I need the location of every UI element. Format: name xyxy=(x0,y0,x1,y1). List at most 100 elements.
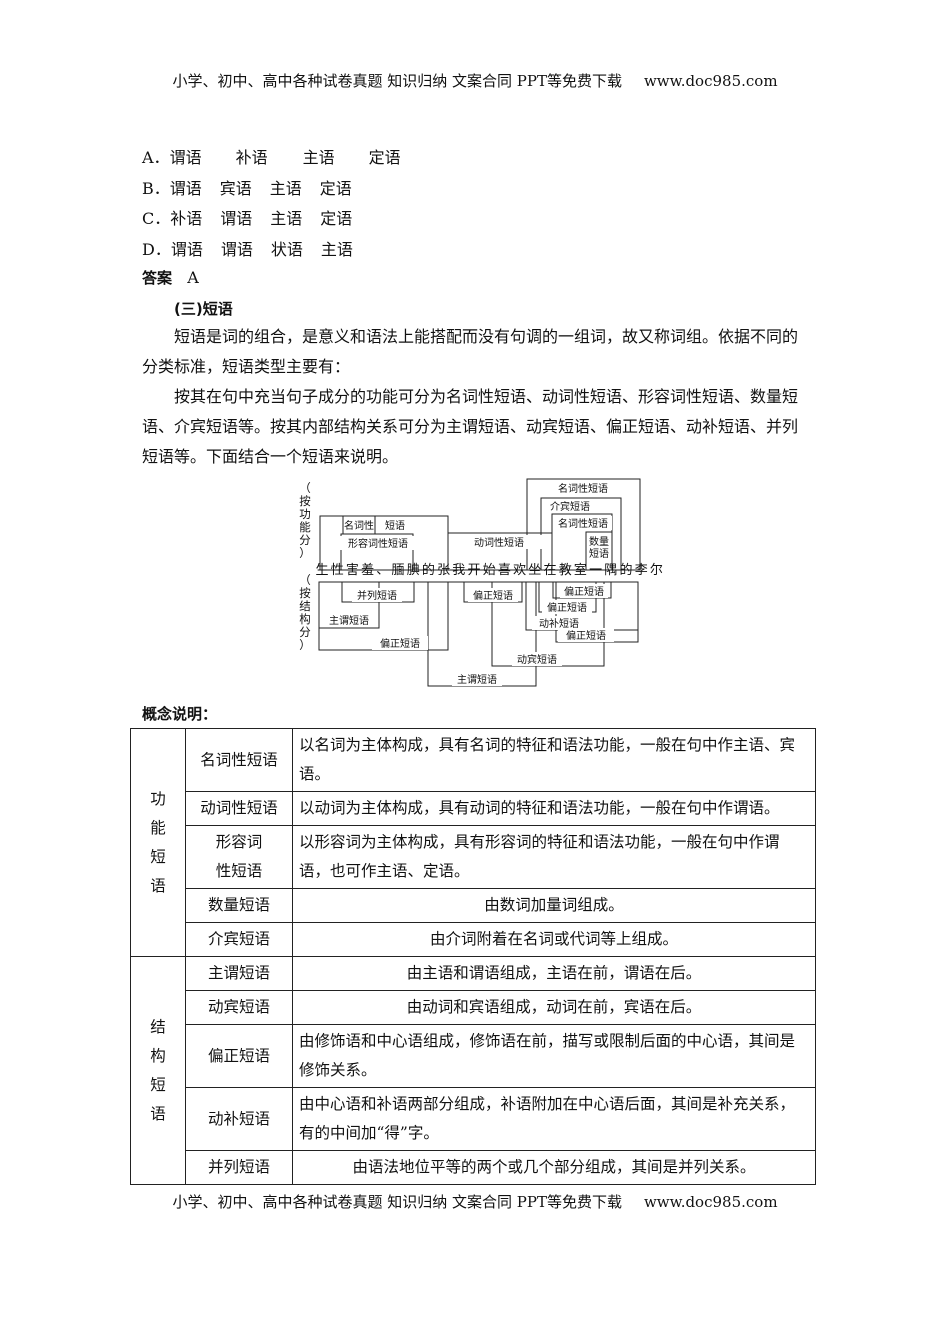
label-prep-object-phrase: 介宾短语 xyxy=(550,500,590,513)
sentence-char: 的 xyxy=(422,562,435,578)
option-b: B．谓语宾语主语定语 xyxy=(142,175,352,199)
phrase-desc-cell: 由修饰语和中心语组成，修饰语在前，描写或限制后面的中心语，其间是修饰关系。 xyxy=(292,1024,816,1088)
sentence-char: 李 xyxy=(635,563,648,578)
option-item: 主语 xyxy=(270,209,303,228)
footer-text: 小学、初中、高中各种试卷真题 知识归纳 文案合同 PPT等免费下载 xyxy=(172,1193,622,1211)
label-noun-phrase-inner: 名词性短语 xyxy=(558,517,608,530)
table-row: 形容词性短语以形容词为主体构成，具有形容词的特征和语法功能，一般在句中作谓语，也… xyxy=(131,825,816,889)
sentence-char: 、 xyxy=(376,563,389,578)
phrase-desc-cell: 由语法地位平等的两个或几个部分组成，其间是并列关系。 xyxy=(292,1150,816,1185)
header-url: www.doc985.com xyxy=(643,72,778,90)
phrase-name-cell: 名词性短语 xyxy=(185,728,293,792)
table-row: 并列短语由语法地位平等的两个或几个部分组成，其间是并列关系。 xyxy=(131,1150,816,1185)
label-modifier-phrase-2: 偏正短语 xyxy=(473,589,513,602)
phrase-name-cell: 形容词性短语 xyxy=(185,825,293,889)
paragraph-intro: 短语是词的组合，是意义和语法上能搭配而没有句调的一组词，故又称词组。依据不同的分… xyxy=(142,327,799,376)
option-label: A． xyxy=(142,148,170,167)
table-row: 动词性短语以动词为主体构成，具有动词的特征和语法功能，一般在句中作谓语。 xyxy=(131,791,816,826)
table-row: 结构短语主谓短语由主语和谓语组成，主语在前，谓语在后。 xyxy=(130,956,816,1185)
phrase-desc-cell: 由介词附着在名词或代词等上组成。 xyxy=(292,922,816,957)
phrase-desc-cell: 以名词为主体构成，具有名词的特征和语法功能，一般在句中作主语、宾语。 xyxy=(292,728,816,792)
option-item: 谓语 xyxy=(169,148,202,167)
phrase-name-cell: 主谓短语 xyxy=(185,956,293,991)
label-noun-part: 名词性 xyxy=(344,519,374,532)
option-item: 谓语 xyxy=(169,179,202,198)
sentence-char: 性 xyxy=(331,563,344,578)
footer-url: www.doc985.com xyxy=(643,1193,778,1211)
label-modifier-phrase-1: 偏正短语 xyxy=(380,637,420,650)
paragraph-types: 按其在句中充当句子成分的功能可分为名词性短语、动词性短语、形容词性短语、数量短语… xyxy=(142,387,799,466)
phrase-name-cell: 动词性短语 xyxy=(185,791,293,826)
side-label-char: 分 xyxy=(299,625,311,639)
side-label-char: （ xyxy=(299,573,311,587)
category-cell: 结构短语 xyxy=(130,956,186,1185)
phrase-desc-cell: 以形容词为主体构成，具有形容词的特征和语法功能，一般在句中作谓语，也可作主语、定… xyxy=(292,825,816,889)
sentence-char: 喜 xyxy=(498,563,511,578)
phrase-desc-cell: 以动词为主体构成，具有动词的特征和语法功能，一般在句中作谓语。 xyxy=(292,791,816,826)
side-label-char: 构 xyxy=(299,612,311,626)
sentence-char: 羞 xyxy=(361,563,374,578)
option-item: 宾语 xyxy=(219,179,252,198)
phrase-desc-cell: 由数词加量词组成。 xyxy=(292,888,816,923)
sentence-char: 始 xyxy=(483,563,496,578)
concept-title: 概念说明： xyxy=(142,705,218,723)
label-quantity-phrase-line1: 数量 xyxy=(589,535,609,548)
option-item: 主语 xyxy=(269,179,302,198)
side-label-char: 结 xyxy=(299,599,311,613)
concept-table: 功能短语名词性短语以名词为主体构成，具有名词的特征和语法功能，一般在句中作主语、… xyxy=(130,728,816,1185)
table-row: 功能短语名词性短语以名词为主体构成，具有名词的特征和语法功能，一般在句中作主语、… xyxy=(130,728,816,957)
sentence-char: 生 xyxy=(315,563,328,578)
label-adjective-phrase: 形容词性短语 xyxy=(348,537,408,550)
sentence-char: 坐 xyxy=(528,563,541,578)
option-item: 定语 xyxy=(320,209,353,228)
sentence-char: 隅 xyxy=(604,563,617,578)
table-row: 数量短语由数词加量词组成。 xyxy=(131,888,816,923)
label-subject-predicate-1: 主谓短语 xyxy=(329,614,369,627)
side-label-char: 功 xyxy=(299,507,311,521)
option-item: 补语 xyxy=(235,148,268,167)
label-modifier-phrase-5: 偏正短语 xyxy=(566,629,606,642)
option-a: A．谓语 补语 主语 定语 xyxy=(142,144,401,168)
sentence-char: 在 xyxy=(543,563,556,578)
option-item: 定语 xyxy=(319,179,352,198)
table-row: 偏正短语由修饰语和中心语组成，修饰语在前，描写或限制后面的中心语，其间是修饰关系… xyxy=(131,1024,816,1088)
option-label: D． xyxy=(142,240,171,259)
phrase-desc-cell: 由主语和谓语组成，主语在前，谓语在后。 xyxy=(292,956,816,991)
label-modifier-phrase-3: 偏正短语 xyxy=(564,585,604,598)
sentence-char: 欢 xyxy=(513,563,526,578)
phrase-name-cell: 动补短语 xyxy=(185,1087,293,1151)
label-coordinate-phrase: 并列短语 xyxy=(357,589,397,602)
option-item: 定语 xyxy=(368,148,401,167)
answer-value: A xyxy=(187,268,199,287)
option-item: 主语 xyxy=(302,148,335,167)
sentence-char: 教 xyxy=(559,562,572,578)
phrase-desc-cell: 由中心语和补语两部分组成，补语附加在中心语后面，其间是补充关系，有的中间加“得”… xyxy=(292,1087,816,1151)
label-verb-complement-phrase: 动补短语 xyxy=(539,617,579,630)
answer: 答案 A xyxy=(142,267,199,288)
phrase-name-cell: 介宾短语 xyxy=(185,922,293,957)
label-noun-phrase-top: 名词性短语 xyxy=(558,482,608,495)
sentence-char: 我 xyxy=(452,563,465,578)
option-item: 谓语 xyxy=(220,209,253,228)
sentence-char: 尔 xyxy=(650,563,663,578)
page-footer: 小学、初中、高中各种试卷真题 知识归纳 文案合同 PPT等免费下载 www.doc… xyxy=(0,1191,950,1212)
category-cell: 功能短语 xyxy=(130,728,186,957)
label-subject-predicate-2: 主谓短语 xyxy=(457,673,497,686)
side-label-char: （ xyxy=(299,481,311,495)
sentence-char: 张 xyxy=(437,563,450,578)
sentence-char: 害 xyxy=(346,562,359,578)
side-label-char: ） xyxy=(299,638,311,652)
side-label-char: ） xyxy=(299,546,311,560)
label-phrase-part: 短语 xyxy=(385,519,405,532)
phrase-name-cell: 偏正短语 xyxy=(185,1024,293,1088)
sentence-char: 一 xyxy=(589,563,602,578)
side-label-char: 能 xyxy=(299,520,311,534)
option-label: C． xyxy=(142,209,171,228)
sentence-char: 腼 xyxy=(391,563,404,578)
table-row: 动补短语由中心语和补语两部分组成，补语附加在中心语后面，其间是补充关系，有的中间… xyxy=(131,1087,816,1151)
option-item: 补语 xyxy=(170,209,203,228)
option-item: 主语 xyxy=(320,240,353,259)
option-c: C．补语谓语主语定语 xyxy=(142,205,352,229)
label-verb-object-phrase: 动宾短语 xyxy=(517,653,557,666)
table-row: 介宾短语由介词附着在名词或代词等上组成。 xyxy=(131,922,816,957)
